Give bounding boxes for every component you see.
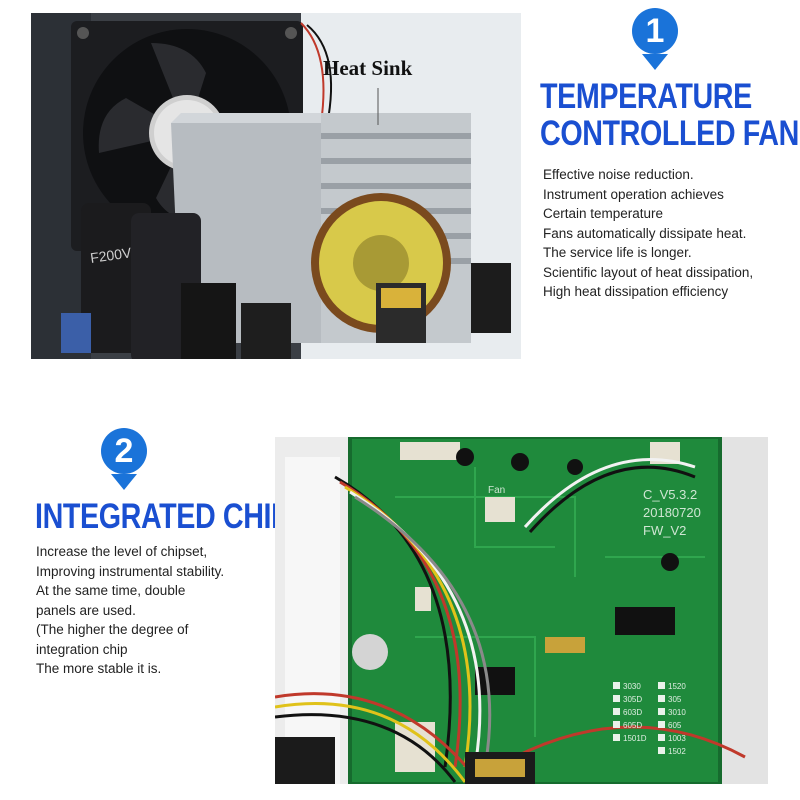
feature-item: The more stable it is.: [36, 661, 162, 676]
heat-sink-label: Heat Sink: [323, 56, 413, 80]
feature-item: Effective noise reduction.: [543, 167, 694, 182]
board-date: 20180720: [643, 505, 701, 520]
step-badge-1: 1: [630, 8, 680, 74]
heading-line-2: CONTROLLED FAN: [540, 114, 799, 153]
feature-item: panels are used.: [36, 602, 136, 618]
model-code: 1502: [668, 747, 686, 756]
model-code: 305D: [623, 695, 642, 704]
step-number-1: 1: [645, 12, 665, 50]
feature-item: High heat dissipation efficiency: [543, 284, 729, 299]
fan-feature-list: Effective noise reduction. Instrument op…: [543, 165, 753, 302]
feature-item: (The higher the degree of: [36, 622, 189, 637]
step-badge-2: 2: [99, 428, 149, 494]
feature-item: Certain temperature: [543, 206, 664, 221]
feature-item: Improving instrumental stability.: [36, 563, 225, 579]
model-code: 1520: [668, 682, 686, 691]
board-version: C_V5.3.2: [643, 487, 697, 502]
board-firmware: FW_V2: [643, 523, 686, 538]
fan-connector-label: Fan: [488, 485, 505, 496]
chip-feature-list: Increase the level of chipset, Improving…: [36, 542, 224, 679]
model-code: 605: [668, 721, 682, 730]
feature-item: integration chip: [36, 641, 128, 657]
heading-line-1: TEMPERATURE: [540, 77, 752, 116]
integrated-chip-heading: INTEGRATED CHIP: [35, 497, 290, 536]
feature-item: Increase the level of chipset,: [36, 544, 208, 559]
model-code: 1003: [668, 734, 686, 743]
temperature-fan-heading: TEMPERATURE CONTROLLED FAN: [540, 78, 799, 152]
feature-item: Instrument operation achieves: [543, 186, 724, 202]
model-code: 305: [668, 695, 682, 704]
model-code: 1501D: [623, 734, 647, 743]
wire-bundle: [275, 458, 746, 783]
feature-item: At the same time, double: [36, 583, 186, 598]
step-number-2: 2: [114, 432, 134, 470]
feature-item: Fans automatically dissipate heat.: [543, 225, 747, 241]
model-code: 3010: [668, 708, 686, 717]
model-code-checkboxes: 3030 305D 603D 605D 1501D 1520 305 3010 …: [613, 682, 686, 756]
fan-heatsink-photo: F200V Heat Sink: [31, 13, 521, 359]
model-code: 3030: [623, 682, 641, 691]
model-code: 605D: [623, 721, 642, 730]
pcb-photo: C_V5.3.2 20180720 FW_V2 Fan 3030 305D 60…: [275, 437, 768, 784]
feature-item: The service life is longer.: [543, 245, 692, 260]
feature-item: Scientific layout of heat dissipation,: [543, 264, 754, 280]
model-code: 603D: [623, 708, 642, 717]
capacitor-label: F200V: [89, 244, 133, 266]
